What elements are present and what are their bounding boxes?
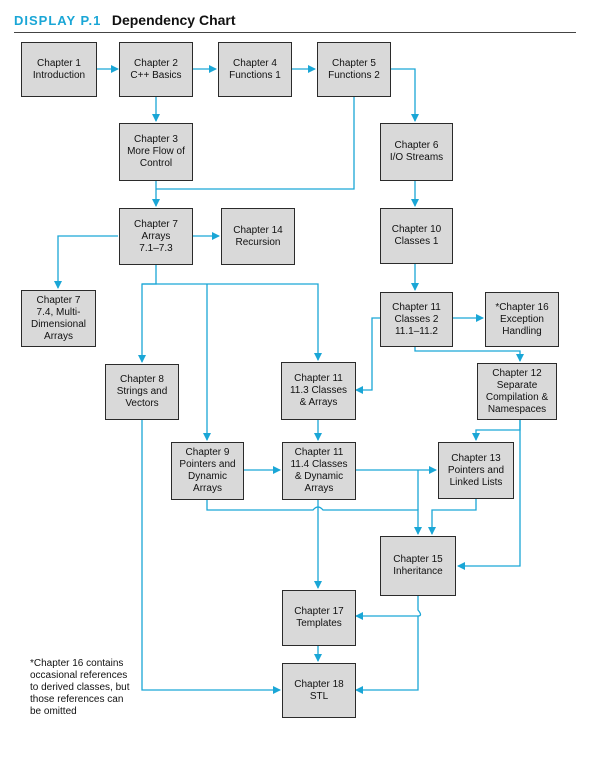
arrow-ch11a-ch11b: [355, 317, 380, 394]
arrow-ch15-ch18: [355, 616, 419, 694]
node-chapter-6: Chapter 6 I/O Streams: [380, 123, 453, 181]
arrow-ch5-ch7: [156, 97, 355, 190]
node-chapter-7-arrays: Chapter 7 Arrays 7.1–7.3: [119, 208, 193, 265]
chart-title: Dependency Chart: [111, 12, 236, 28]
arrow-ch12-ch15: [457, 420, 521, 570]
arrow-ch13-ch15: [428, 499, 477, 535]
display-label: DISPLAY P.1: [14, 13, 102, 28]
node-chapter-15: Chapter 15 Inheritance: [380, 536, 456, 596]
node-chapter-2: Chapter 2 C++ Basics: [119, 42, 193, 97]
node-chapter-10: Chapter 10 Classes 1: [380, 208, 453, 264]
arrow-ch7-branch: [138, 265, 157, 363]
arrow-ch11a-ch12: [414, 347, 524, 362]
arrow-ch7-ch11b: [142, 283, 322, 361]
node-chapter-4: Chapter 4 Functions 1: [218, 42, 292, 97]
arrow-ch7-ch7b: [54, 235, 118, 289]
footnote: *Chapter 16 contains occasional referenc…: [30, 658, 130, 717]
node-chapter-3: Chapter 3 More Flow of Control: [119, 123, 193, 181]
arrow-ch9-ch15: [206, 500, 422, 535]
node-chapter-18: Chapter 18 STL: [282, 663, 356, 718]
chart-header: DISPLAY P.1 Dependency Chart: [14, 12, 236, 32]
node-chapter-8: Chapter 8 Strings and Vectors: [105, 364, 179, 420]
node-chapter-5: Chapter 5 Functions 2: [317, 42, 391, 97]
arrow-ch8-ch18: [141, 420, 281, 694]
node-chapter-17: Chapter 17 Templates: [282, 590, 356, 646]
node-chapter-1: Chapter 1 Introduction: [21, 42, 97, 97]
node-chapter-7-multidim: Chapter 7 7.4, Multi- Dimensional Arrays: [21, 290, 96, 347]
node-chapter-14: Chapter 14 Recursion: [221, 208, 295, 265]
arrow-ch15-ch17: [355, 596, 422, 620]
node-chapter-12: Chapter 12 Separate Compilation & Namesp…: [477, 363, 557, 420]
node-chapter-11-arrays: Chapter 11 11.3 Classes & Arrays: [281, 362, 356, 420]
node-chapter-9: Chapter 9 Pointers and Dynamic Arrays: [171, 442, 244, 500]
arrow-ch12-ch13: [472, 420, 521, 441]
header-rule: [14, 32, 576, 33]
arrow-ch5-ch6: [391, 68, 419, 122]
node-chapter-11-dynamic: Chapter 11 11.4 Classes & Dynamic Arrays: [282, 442, 356, 500]
node-chapter-16: *Chapter 16 Exception Handling: [485, 292, 559, 347]
node-chapter-13: Chapter 13 Pointers and Linked Lists: [438, 442, 514, 499]
node-chapter-11-classes2: Chapter 11 Classes 2 11.1–11.2: [380, 292, 453, 347]
